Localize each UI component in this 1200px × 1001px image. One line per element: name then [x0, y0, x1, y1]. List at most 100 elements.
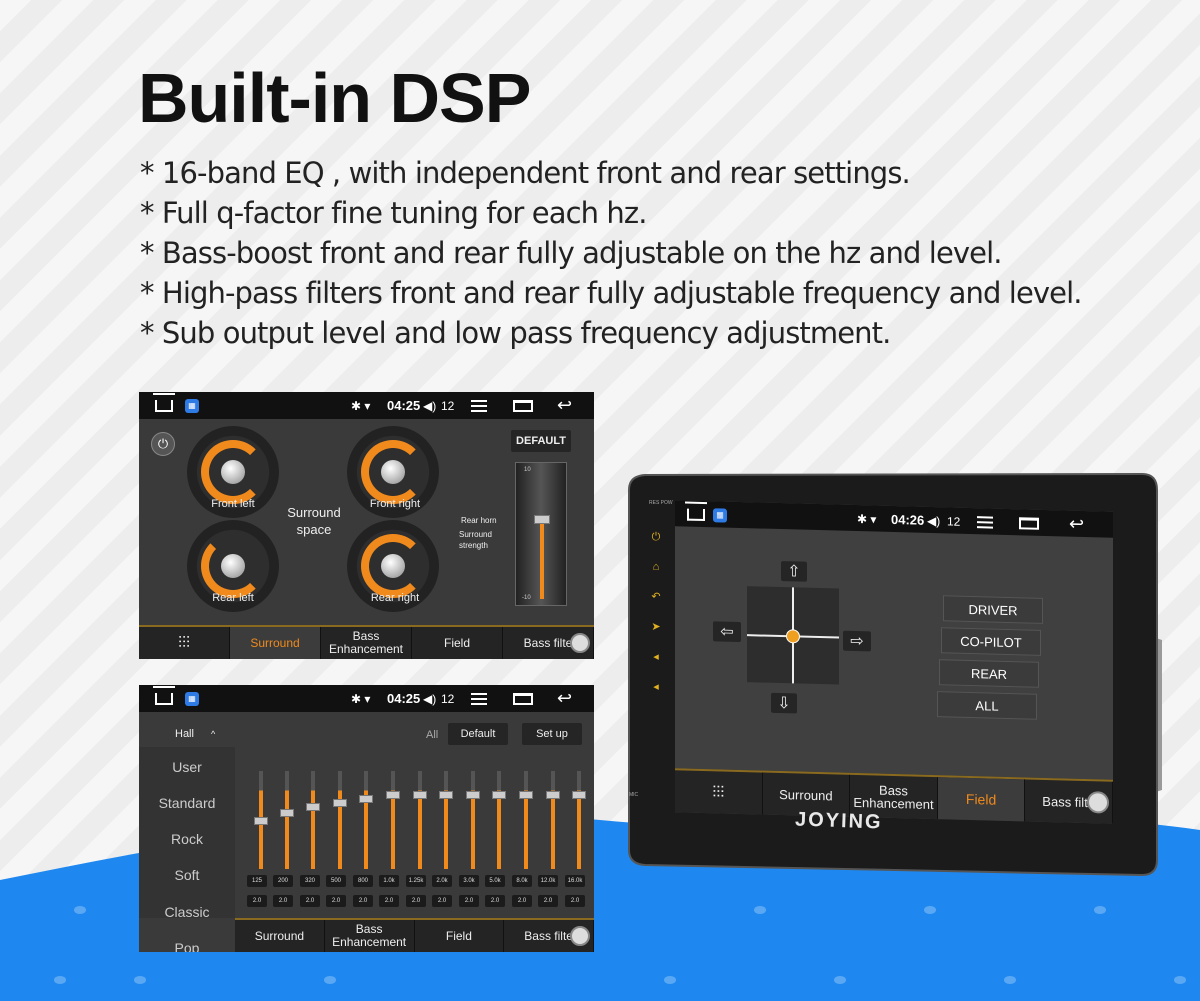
- volume-level: 12: [441, 398, 455, 413]
- tab-surround[interactable]: Surround: [235, 920, 325, 952]
- tab-bass-filter[interactable]: Bass filte: [503, 627, 594, 659]
- feature-item: * High-pass filters front and rear fully…: [140, 276, 1082, 310]
- preset-item[interactable]: User: [172, 759, 202, 775]
- q-value[interactable]: 2.0: [512, 895, 532, 907]
- window-icon[interactable]: [513, 692, 533, 705]
- tab-field[interactable]: Field: [412, 627, 503, 659]
- navigation-icon[interactable]: ➤: [651, 621, 661, 633]
- preset-item[interactable]: Rock: [171, 831, 203, 847]
- home-icon[interactable]: [155, 399, 173, 412]
- preset-header[interactable]: Hall ^: [175, 728, 215, 740]
- q-value[interactable]: 2.0: [273, 895, 293, 907]
- home-icon[interactable]: ⌂: [652, 561, 660, 573]
- position-driver-button[interactable]: DRIVER: [943, 595, 1043, 624]
- frequency-label: 200: [273, 875, 293, 887]
- q-value[interactable]: 2.0: [379, 895, 399, 907]
- menu-icon[interactable]: [977, 515, 993, 529]
- arrow-down-icon[interactable]: ⇩: [771, 692, 797, 714]
- eq-slider[interactable]: [306, 771, 320, 869]
- back-icon[interactable]: ↩: [1069, 513, 1085, 534]
- back-icon[interactable]: ↶: [651, 591, 661, 603]
- knob-rear-left[interactable]: [187, 520, 279, 612]
- q-value[interactable]: 2.0: [432, 895, 452, 907]
- preset-item[interactable]: Standard: [158, 795, 216, 811]
- tab-bar: Surround Bass Enhancement Field Bass fil…: [235, 918, 594, 952]
- toggle-icon[interactable]: [570, 926, 590, 946]
- tab-field[interactable]: Field: [937, 777, 1026, 822]
- position-all-button[interactable]: ALL: [937, 691, 1037, 720]
- knob-label: Rear right: [370, 592, 420, 604]
- eq-slider[interactable]: [333, 771, 347, 869]
- knob-rear-right[interactable]: [347, 520, 439, 612]
- eq-slider[interactable]: [439, 771, 453, 869]
- field-grid[interactable]: [747, 586, 839, 685]
- feature-item: * Full q-factor fine tuning for each hz.: [140, 196, 647, 230]
- arrow-right-icon[interactable]: ⇨: [843, 630, 871, 652]
- strength-slider[interactable]: 10 -10: [515, 462, 567, 606]
- eq-slider[interactable]: [572, 771, 586, 869]
- q-value[interactable]: 2.0: [247, 895, 267, 907]
- preset-item[interactable]: Pop: [174, 940, 200, 952]
- toggle-icon[interactable]: [570, 633, 590, 653]
- tab-field[interactable]: Field: [415, 920, 505, 952]
- eq-slider[interactable]: [466, 771, 480, 869]
- volume-down-icon[interactable]: ◂: [653, 651, 659, 663]
- menu-icon[interactable]: [471, 399, 487, 412]
- device-screen: ▦ ✱ ▾ 04:26 ◀) 12 ↩ ⇧ ⇩ ⇦ ⇨ DRIVER CO-PI…: [675, 500, 1113, 824]
- home-icon[interactable]: [687, 508, 705, 521]
- power-icon[interactable]: ⏻: [151, 432, 175, 456]
- all-label[interactable]: All: [426, 729, 439, 741]
- tab-bass-filter[interactable]: Bass filte: [504, 920, 594, 952]
- field-center-dot[interactable]: [786, 629, 800, 644]
- mic-label: MIC: [629, 792, 639, 798]
- knob-front-right[interactable]: [347, 426, 439, 518]
- preset-item[interactable]: Classic: [164, 904, 210, 920]
- volume-up-icon[interactable]: ◂: [653, 681, 659, 693]
- preset-item[interactable]: Soft: [174, 867, 200, 883]
- q-value[interactable]: 2.0: [406, 895, 426, 907]
- app-icon[interactable]: ▦: [185, 691, 199, 706]
- power-icon[interactable]: ⏻: [651, 531, 661, 543]
- app-icon[interactable]: ▦: [713, 507, 727, 523]
- home-icon[interactable]: [155, 692, 173, 705]
- window-icon[interactable]: [1019, 516, 1039, 530]
- menu-icon[interactable]: [471, 692, 487, 705]
- toggle-icon[interactable]: [1087, 791, 1109, 814]
- clock: 04:25: [387, 691, 421, 706]
- arrow-left-icon[interactable]: ⇦: [713, 621, 741, 642]
- position-copilot-button[interactable]: CO-PILOT: [941, 627, 1041, 656]
- eq-slider[interactable]: [492, 771, 506, 869]
- q-value[interactable]: 2.0: [300, 895, 320, 907]
- default-button[interactable]: Default: [448, 723, 508, 745]
- q-value[interactable]: 2.0: [353, 895, 373, 907]
- frequency-label: 12.0k: [538, 875, 558, 887]
- head-unit-device: RES POW MIC ⏻ ⌂ ↶ ➤ ◂ ◂ ▦ ✱ ▾ 04:26 ◀) 1…: [617, 470, 1162, 880]
- window-icon[interactable]: [513, 399, 533, 412]
- tab-surround[interactable]: Surround: [230, 627, 321, 659]
- q-value[interactable]: 2.0: [459, 895, 479, 907]
- equalizer-icon[interactable]: ⫶⫶⫶: [139, 627, 230, 659]
- q-value[interactable]: 2.0: [538, 895, 558, 907]
- frequency-label: 5.0k: [485, 875, 505, 887]
- q-value[interactable]: 2.0: [565, 895, 585, 907]
- eq-slider[interactable]: [519, 771, 533, 869]
- app-icon[interactable]: ▦: [185, 398, 199, 413]
- eq-slider[interactable]: [386, 771, 400, 869]
- tab-bass-enhancement[interactable]: Bass Enhancement: [325, 920, 415, 952]
- knob-front-left[interactable]: [187, 426, 279, 518]
- arrow-up-icon[interactable]: ⇧: [781, 561, 807, 582]
- back-icon[interactable]: ↩: [557, 688, 573, 708]
- position-rear-button[interactable]: REAR: [939, 659, 1039, 688]
- tab-bass-enhancement[interactable]: Bass Enhancement: [321, 627, 412, 659]
- eq-slider[interactable]: [359, 771, 373, 869]
- setup-button[interactable]: Set up: [522, 723, 582, 745]
- eq-slider[interactable]: [546, 771, 560, 869]
- eq-slider[interactable]: [413, 771, 427, 869]
- default-button[interactable]: DEFAULT: [511, 430, 571, 452]
- eq-slider[interactable]: [280, 771, 294, 869]
- q-value[interactable]: 2.0: [485, 895, 505, 907]
- equalizer-icon[interactable]: ⫶⫶⫶: [675, 770, 763, 815]
- eq-slider[interactable]: [254, 771, 268, 869]
- q-value[interactable]: 2.0: [326, 895, 346, 907]
- back-icon[interactable]: ↩: [557, 395, 573, 415]
